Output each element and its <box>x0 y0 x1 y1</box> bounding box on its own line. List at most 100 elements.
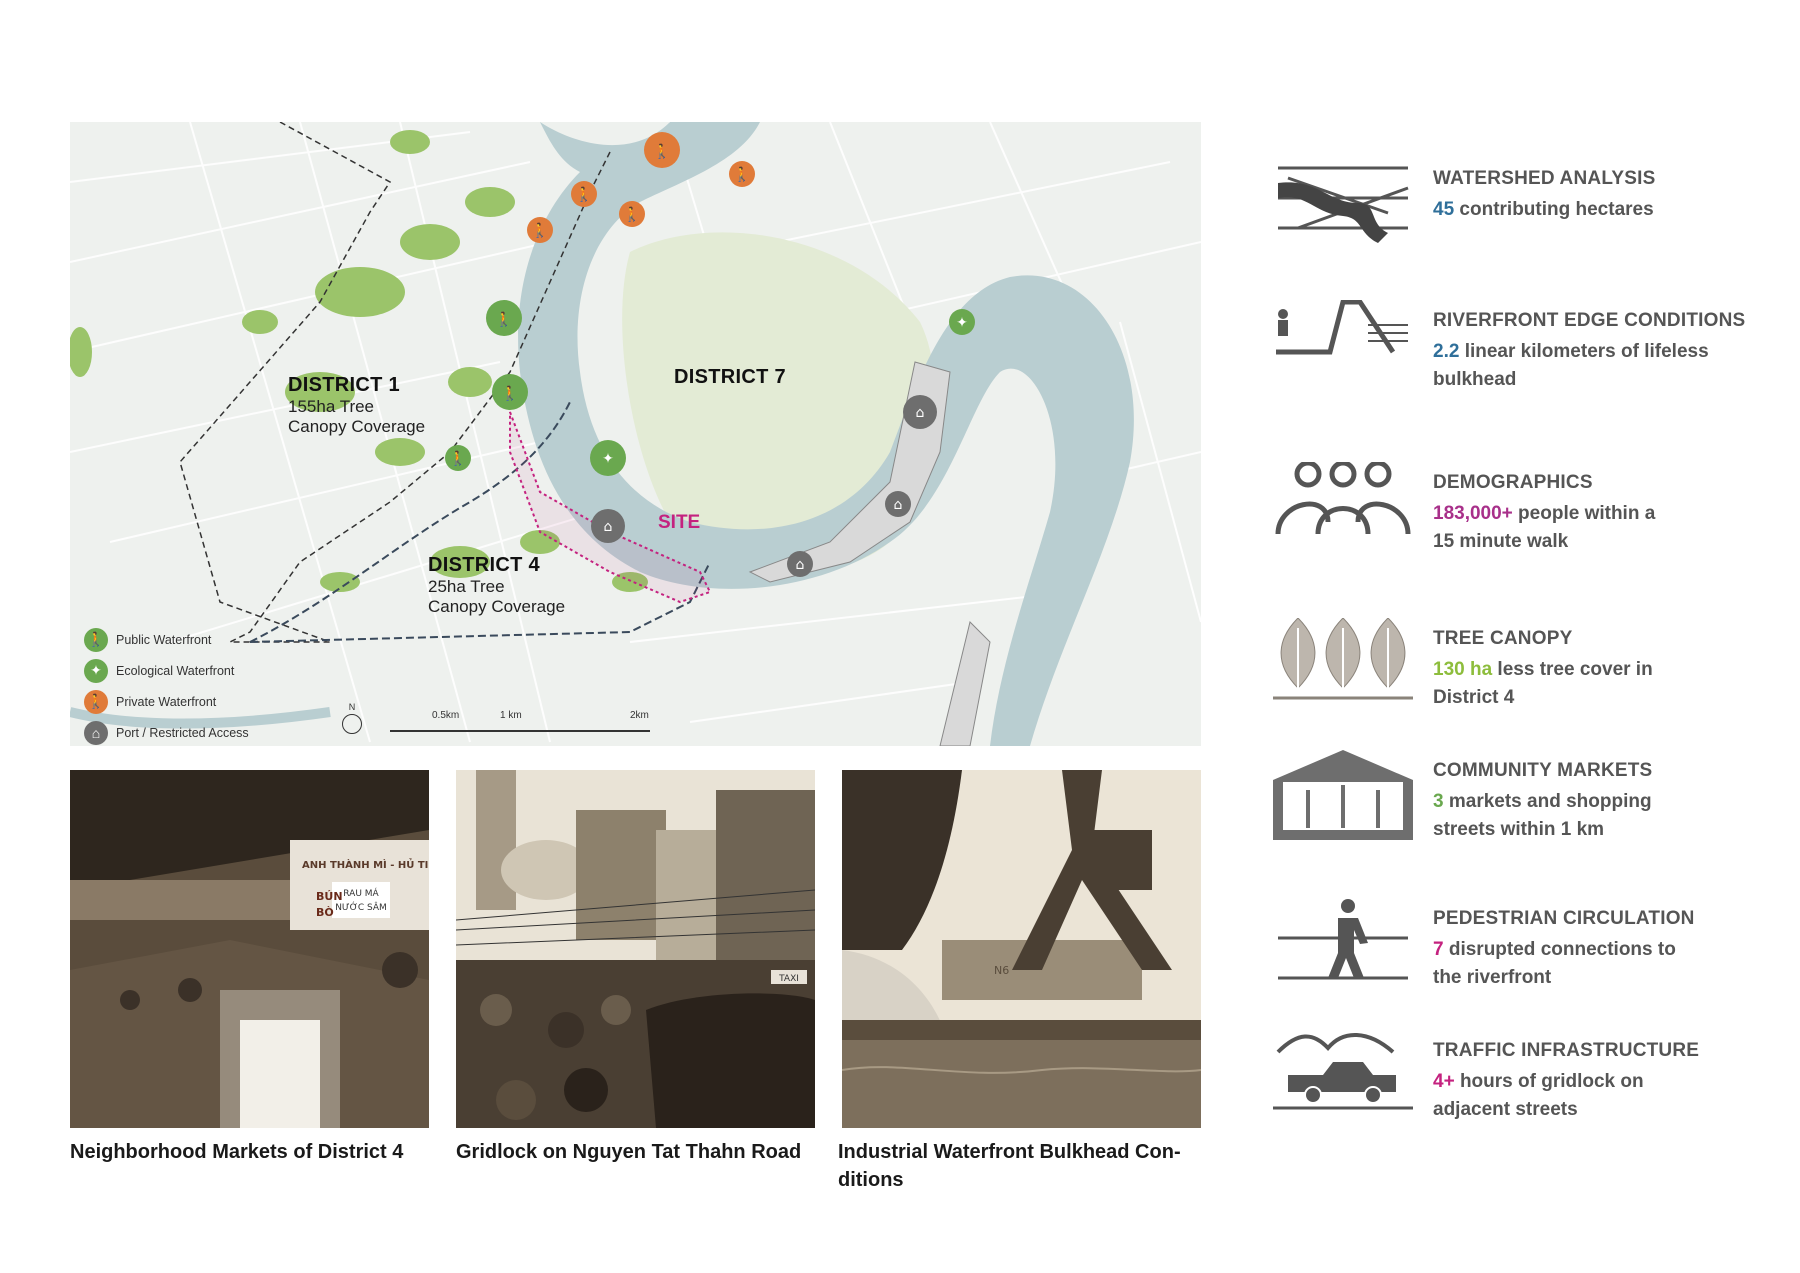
site-boundary <box>509 411 712 604</box>
port-marker[interactable] <box>885 491 911 517</box>
svg-text:✦: ✦ <box>602 451 614 467</box>
indicator-watershed: WATERSHED ANALYSIS 45 contributing hecta… <box>1268 158 1788 248</box>
svg-text:🚶: 🚶 <box>501 385 518 402</box>
bird-icon: ✦ <box>84 658 108 683</box>
map-legend: 🚶 Public Waterfront ✦ Ecological Waterfr… <box>84 624 249 746</box>
svg-text:⌂: ⌂ <box>894 497 903 513</box>
district-canopy: 25ha Tree <box>428 577 505 596</box>
indicator-text: people within a <box>1512 503 1656 524</box>
people-icon <box>1275 462 1411 535</box>
indicator-text: linear kilometers of lifeless <box>1459 341 1709 362</box>
svg-text:⌂: ⌂ <box>604 519 613 535</box>
private-waterfront-marker[interactable] <box>729 161 755 187</box>
bulkhead-icon <box>1276 300 1408 355</box>
port-marker[interactable] <box>787 551 813 577</box>
private-waterfront-marker[interactable] <box>527 217 553 243</box>
indicator-title: DEMOGRAPHICS <box>1433 472 1593 493</box>
private-waterfront-marker[interactable] <box>619 201 645 227</box>
indicator-title: PEDESTRIAN CIRCULATION <box>1433 908 1695 929</box>
indicator-number: 7 <box>1433 939 1444 960</box>
district-7-label: DISTRICT 7 <box>674 366 786 389</box>
watershed-icon <box>1278 166 1409 243</box>
private-waterfront-markers <box>527 132 755 243</box>
indicator-text: hours of gridlock on <box>1454 1071 1644 1092</box>
indicator-number: 45 <box>1433 199 1455 220</box>
svg-text:🚶: 🚶 <box>449 450 466 467</box>
indicator-text: markets and shopping <box>1443 791 1652 812</box>
legend-item: 🚶 Private Waterfront <box>84 686 249 717</box>
photo-caption-traffic: Gridlock on Nguyen Tat Thahn Road <box>456 1141 802 1163</box>
tree-canopy <box>70 130 648 592</box>
market-photo-image: ANH THÀNH MÌ - HỦ TI RAU MÁ NƯỚC SÂM BÚN… <box>70 770 429 1128</box>
pedestrian-icon <box>1278 899 1408 980</box>
public-waterfront-marker[interactable] <box>492 374 528 410</box>
legend-item: ⌂ Port / Restricted Access <box>84 717 249 746</box>
legend-label: Public Waterfront <box>116 632 212 647</box>
ecological-waterfront-marker[interactable] <box>590 440 626 476</box>
district-name: DISTRICT 1 <box>288 374 400 396</box>
district-canopy-label: Canopy Coverage <box>428 597 566 616</box>
indicator-text: adjacent streets <box>1433 1099 1578 1120</box>
indicator-text: less tree cover in <box>1492 659 1653 680</box>
svg-text:BÒ: BÒ <box>316 906 334 919</box>
indicator-number: 130 ha <box>1433 659 1493 680</box>
svg-text:🚶: 🚶 <box>495 311 512 328</box>
port-area-south <box>939 621 991 746</box>
indicator-text: disrupted connections to <box>1443 939 1676 960</box>
district-name: DISTRICT 4 <box>428 554 540 576</box>
photo-traffic: TAXI <box>456 770 815 1128</box>
scale-bar: N 0.5km 1 km 2km <box>340 702 740 742</box>
public-waterfront-markers <box>445 300 528 471</box>
warehouse-sign: N6 <box>994 964 1009 977</box>
photo-market: ANH THÀNH MÌ - HỦ TI RAU MÁ NƯỚC SÂM BÚN… <box>70 770 429 1128</box>
svg-text:⌂: ⌂ <box>916 405 925 421</box>
district-4-boundary <box>249 401 711 643</box>
indicator-title: COMMUNITY MARKETS <box>1433 760 1653 781</box>
scale-line <box>390 730 650 732</box>
tree-icon <box>1273 618 1413 700</box>
photo-caption-bulkhead: Industrial Waterfront Bulkhead Con- diti… <box>838 1138 1208 1194</box>
port-markers <box>591 395 937 577</box>
svg-text:🚶: 🚶 <box>575 186 592 203</box>
scale-label: 1 km <box>500 710 522 721</box>
indicator-tree-canopy: TREE CANOPY 130 ha less tree cover in Dis… <box>1268 618 1788 728</box>
map-canvas: 🚶🚶🚶 🚶🚶 🚶🚶🚶 ✦✦ ⌂⌂⌂⌂ <box>70 122 1201 746</box>
legend-label: Private Waterfront <box>116 694 217 709</box>
indicator-traffic: TRAFFIC INFRASTRUCTURE 4+ hours of gridl… <box>1268 1030 1788 1140</box>
traffic-photo-image: TAXI <box>456 770 815 1128</box>
district-7-parkland <box>622 232 935 575</box>
caption-line: ditions <box>838 1169 904 1191</box>
port-marker[interactable] <box>903 395 937 429</box>
ecological-waterfront-marker[interactable] <box>949 309 975 335</box>
private-waterfront-marker[interactable] <box>644 132 680 168</box>
photo-bulkhead: N6 <box>842 770 1201 1128</box>
indicator-text: District 4 <box>1433 687 1515 708</box>
photo-caption-market: Neighborhood Markets of District 4 <box>70 1141 404 1163</box>
district-1-boundary <box>179 122 611 643</box>
port-marker[interactable] <box>591 509 625 543</box>
svg-text:🚶: 🚶 <box>653 143 670 160</box>
public-waterfront-marker[interactable] <box>445 445 471 471</box>
private-waterfront-marker[interactable] <box>571 181 597 207</box>
market-sign: ANH THÀNH MÌ - HỦ TI <box>302 857 428 871</box>
indicator-desc: 130 ha less tree cover in District 4 <box>1433 656 1783 712</box>
svg-text:NƯỚC SÂM: NƯỚC SÂM <box>335 901 387 913</box>
indicator-markets: COMMUNITY MARKETS 3 markets and shopping… <box>1268 750 1788 860</box>
indicator-number: 183,000+ <box>1433 503 1513 524</box>
market-icon <box>1273 750 1413 840</box>
pedestrian-icon: 🚶 <box>84 689 108 714</box>
bulkhead-photo-image: N6 <box>842 770 1201 1128</box>
svg-text:BÚN: BÚN <box>316 890 343 903</box>
indicator-pedestrian: PEDESTRIAN CIRCULATION 7 disrupted conne… <box>1268 898 1788 1008</box>
indicator-text: contributing hectares <box>1454 199 1654 220</box>
district-1-label: DISTRICT 1 155ha Tree Canopy Coverage <box>288 374 425 437</box>
indicator-title: TREE CANOPY <box>1433 628 1573 649</box>
indicator-text: bulkhead <box>1433 369 1517 390</box>
car-icon <box>1273 1033 1413 1110</box>
svg-text:RAU MÁ: RAU MÁ <box>343 887 379 899</box>
public-waterfront-marker[interactable] <box>486 300 522 336</box>
